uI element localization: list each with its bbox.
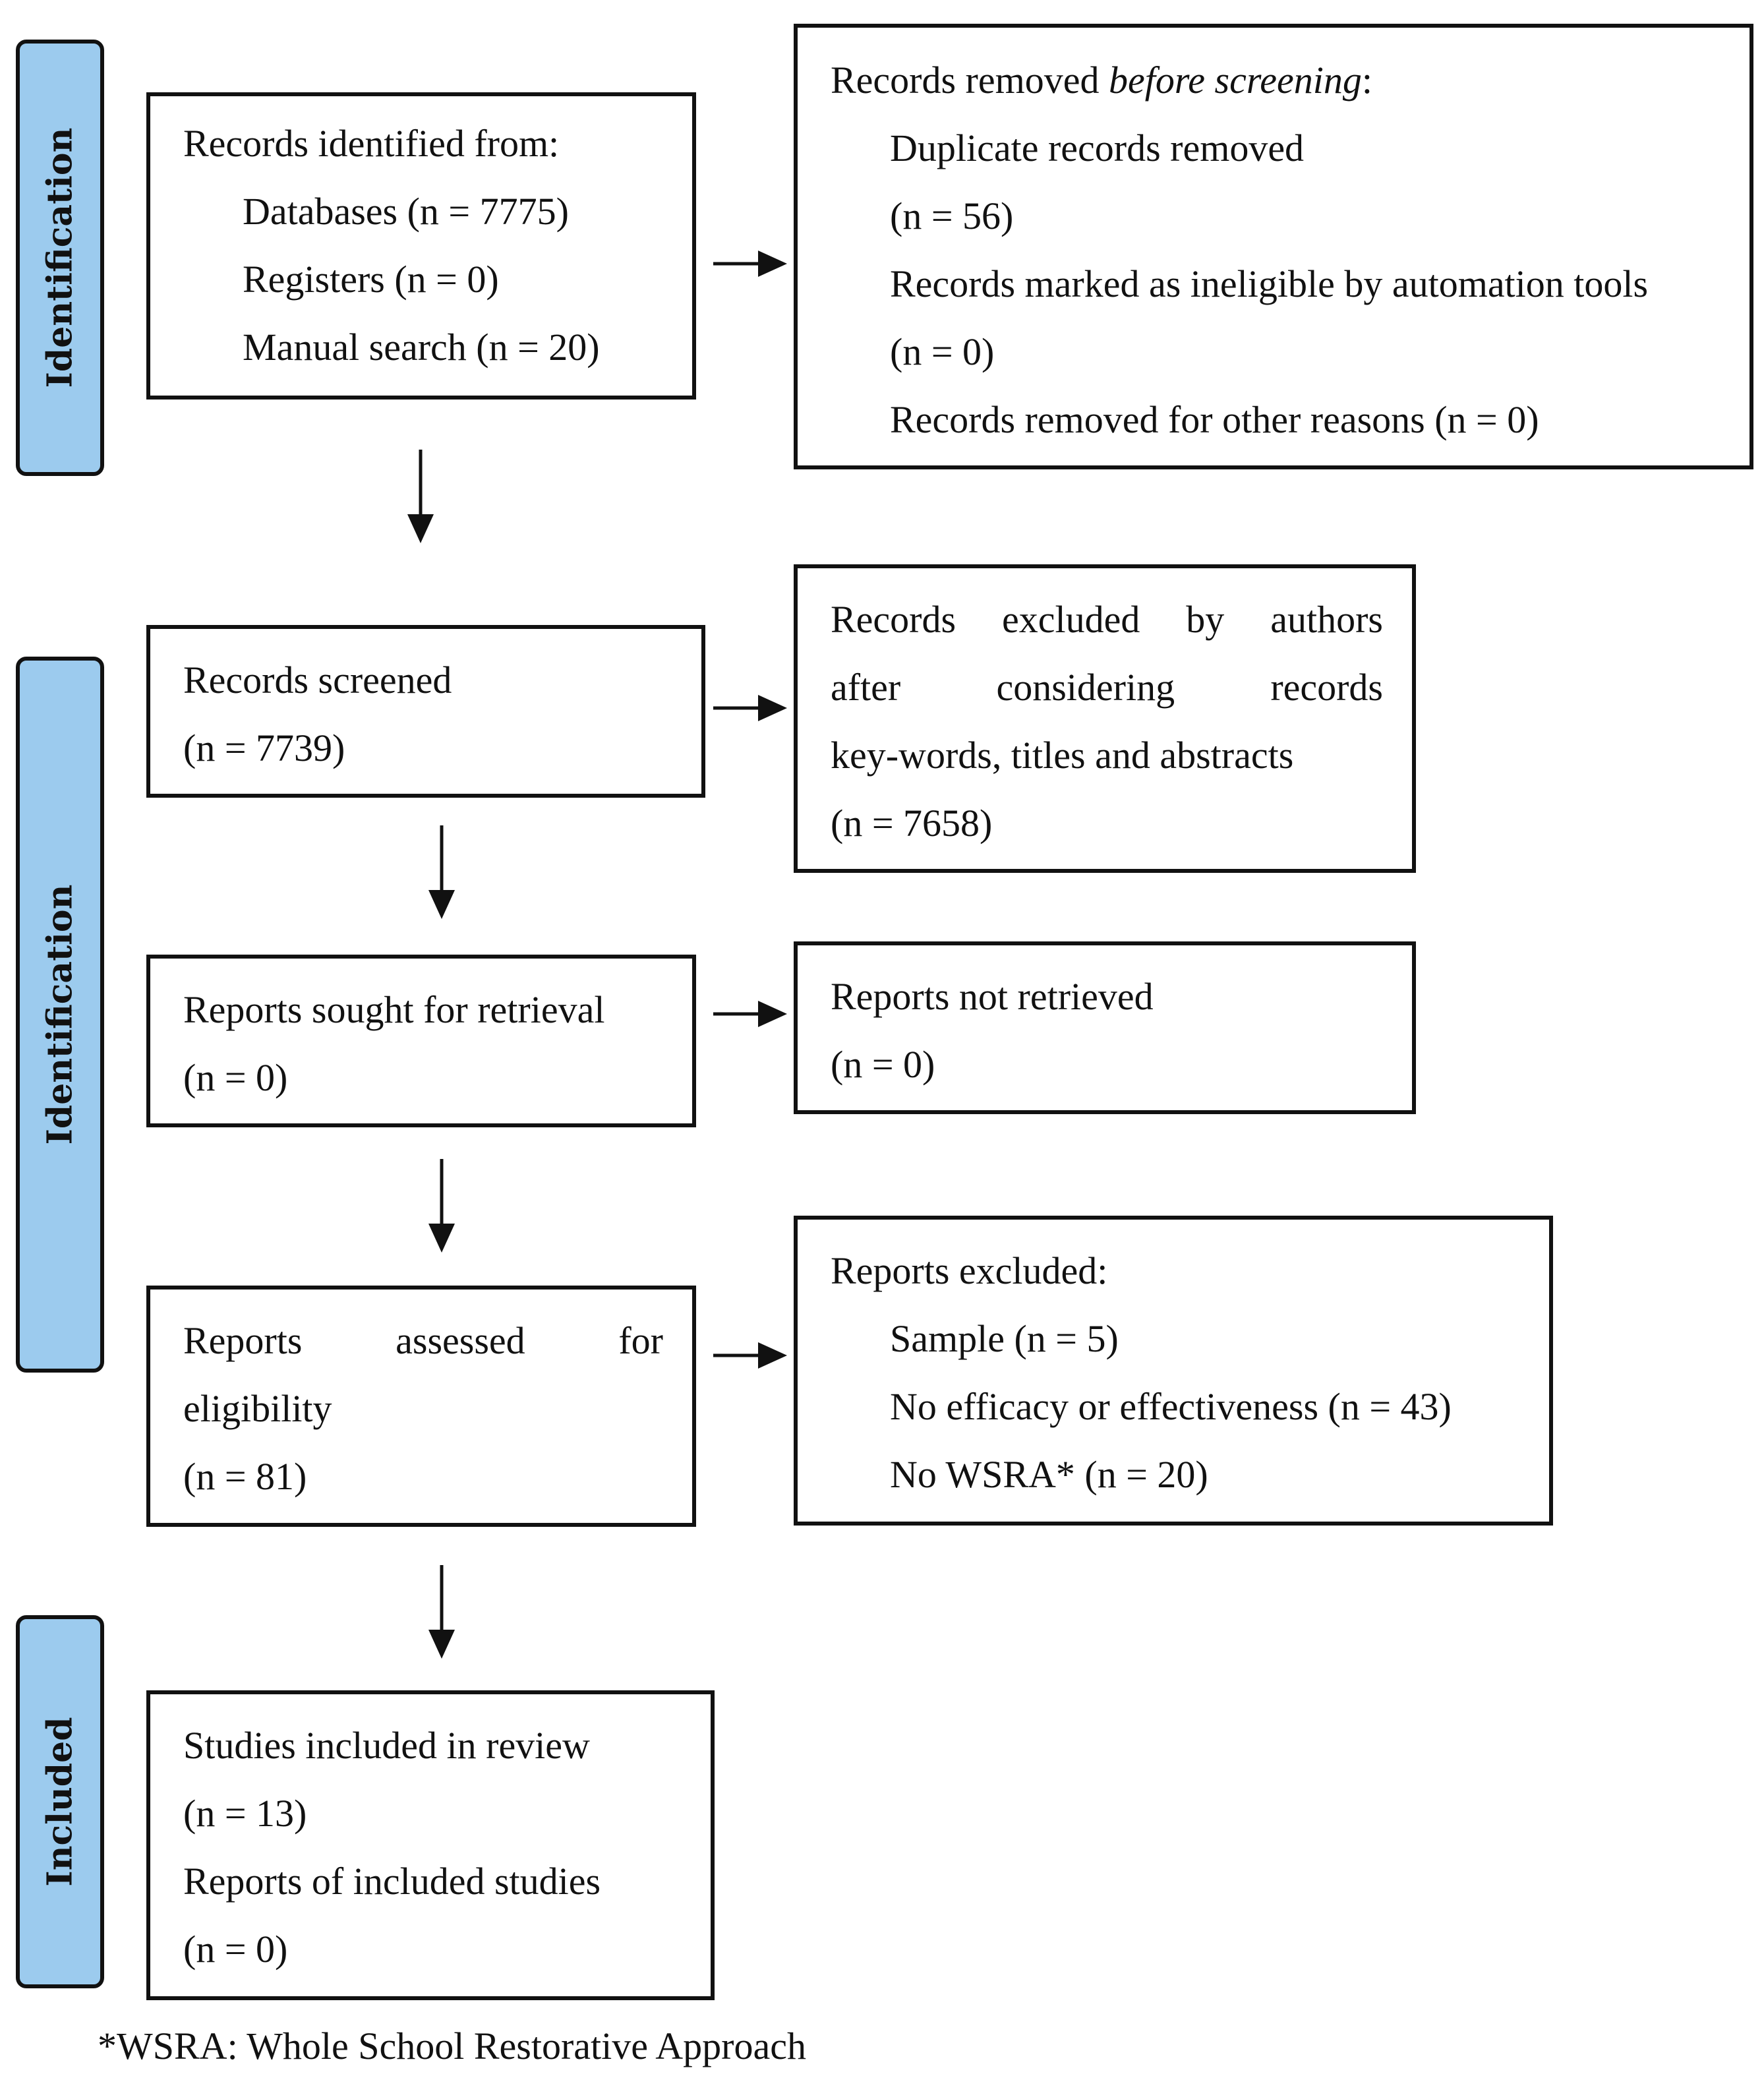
records-removed-heading-italic: before screening — [1108, 59, 1362, 102]
records-excluded-box: Records excluded by authors after considerin… — [794, 564, 1416, 873]
arrow-to-records-removed — [713, 251, 787, 277]
records-removed-heading-prefix: Records removed — [831, 59, 1109, 102]
records-screened-box: Records screened (n = 7739) — [146, 625, 705, 798]
sample-count: Sample (n = 5) — [890, 1317, 1119, 1360]
arrow-to-reports-sought — [428, 825, 455, 919]
records-identified-heading: Records identified from: — [183, 122, 560, 165]
records-identified-box: Records identified from: Databases (n = … — [146, 92, 696, 400]
arrow-to-reports-excluded — [713, 1342, 787, 1369]
other-reasons-count: Records removed for other reasons (n = 0… — [890, 398, 1539, 441]
records-screened-count: (n = 7739) — [183, 727, 345, 769]
ineligible-label: Records marked as ineligible by automati… — [890, 262, 1649, 305]
records-removed-box: Records removed before screening: Duplic… — [794, 24, 1753, 469]
reports-assessed-line-1: Reports assessed for — [183, 1320, 663, 1362]
arrow-to-reports-assessed — [428, 1159, 455, 1253]
databases-count: Databases (n = 7775) — [243, 190, 569, 233]
no-efficacy-count: No efficacy or effectiveness (n = 43) — [890, 1385, 1452, 1428]
reports-sought-label: Reports sought for retrieval — [183, 988, 605, 1031]
reports-assessed-line-1-word-2: assessed — [396, 1319, 525, 1362]
reports-sought-count: (n = 0) — [183, 1056, 288, 1099]
records-excluded-count: (n = 7658) — [831, 802, 993, 845]
records-excluded-line-1-word-2: excluded — [1002, 598, 1140, 641]
reports-assessed-line-1-word-3: for — [618, 1319, 663, 1362]
records-excluded-line-1-word-4: authors — [1270, 598, 1383, 641]
reports-assessed-box: Reports assessed for eligibility (n = 81) — [146, 1286, 696, 1527]
records-screened-label: Records screened — [183, 659, 452, 701]
arrow-to-records-excluded — [713, 695, 787, 721]
reports-of-included-label: Reports of included studies — [183, 1860, 601, 1903]
manual-search-count: Manual search (n = 20) — [243, 326, 600, 369]
reports-not-retrieved-box: Reports not retrieved (n = 0) — [794, 941, 1416, 1114]
records-excluded-line-3: key-words, titles and abstracts — [831, 734, 1294, 777]
arrow-to-reports-not-retrieved — [713, 1001, 787, 1027]
records-removed-heading: Records removed before screening: — [831, 59, 1372, 102]
studies-included-label: Studies included in review — [183, 1724, 590, 1767]
reports-not-retrieved-count: (n = 0) — [831, 1043, 935, 1086]
reports-sought-box: Reports sought for retrieval (n = 0) — [146, 955, 696, 1127]
reports-assessed-count: (n = 81) — [183, 1455, 307, 1498]
records-excluded-line-2-word-1: after — [831, 666, 901, 709]
studies-included-count: (n = 13) — [183, 1792, 307, 1835]
records-excluded-line-1-word-3: by — [1186, 598, 1225, 641]
reports-excluded-heading: Reports excluded: — [831, 1249, 1108, 1292]
reports-of-included-count: (n = 0) — [183, 1928, 288, 1971]
reports-assessed-line-2: eligibility — [183, 1387, 332, 1430]
ineligible-count: (n = 0) — [890, 330, 995, 373]
records-excluded-line-2: after considering records — [831, 667, 1383, 709]
duplicates-label: Duplicate records removed — [890, 127, 1305, 169]
reports-excluded-box: Reports excluded: Sample (n = 5) No effi… — [794, 1216, 1553, 1526]
records-excluded-line-2-word-3: records — [1270, 666, 1383, 709]
phase-bar-identification-middle: Identification — [16, 657, 104, 1373]
duplicates-count: (n = 56) — [890, 194, 1014, 237]
records-excluded-line-2-word-2: considering — [996, 666, 1175, 709]
phase-bar-included: Included — [16, 1615, 104, 1988]
records-removed-heading-suffix: : — [1361, 59, 1372, 102]
no-wsra-count: No WSRA* (n = 20) — [890, 1453, 1208, 1496]
records-excluded-line-1-word-1: Records — [831, 598, 956, 641]
footnote: *WSRA: Whole School Restorative Approach — [98, 2025, 806, 2067]
reports-assessed-line-1-word-1: Reports — [183, 1319, 303, 1362]
arrow-to-records-screened — [407, 450, 434, 543]
registers-count: Registers (n = 0) — [243, 258, 499, 301]
records-excluded-line-1: Records excluded by authors — [831, 599, 1383, 641]
reports-not-retrieved-label: Reports not retrieved — [831, 975, 1154, 1018]
phase-bar-identification-top: Identification — [16, 40, 104, 476]
studies-included-box: Studies included in review (n = 13) Repo… — [146, 1690, 715, 2000]
arrow-to-studies-included — [428, 1565, 455, 1659]
